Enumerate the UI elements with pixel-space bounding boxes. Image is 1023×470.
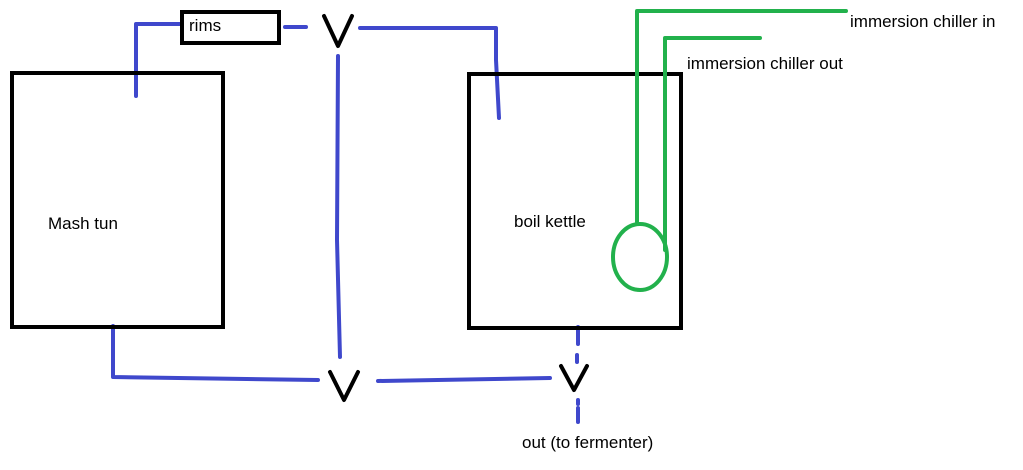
mash-tun-label: Mash tun [48,214,118,233]
chiller-out-label: immersion chiller out [687,54,843,73]
boil-kettle-label: boil kettle [514,212,586,231]
kettle-drain-lines [575,325,580,424]
mash-outlet-line [111,324,320,382]
valve-to-valve-line [376,376,552,383]
valve-bottom-left [328,370,360,402]
chiller-coil [611,222,669,292]
valve-bottom-right [559,364,589,392]
mash-to-rims-line [134,22,184,98]
chiller-in-line [635,9,848,224]
valves [322,14,589,402]
rims-box [180,10,281,45]
chiller-in-label: immersion chiller in [850,12,995,31]
wort-lines [111,22,552,383]
outlet-label: out (to fermenter) [522,433,653,452]
riser-line [335,54,342,359]
valve-top [322,14,354,48]
valve-to-kettle-line [358,26,501,120]
rims-label: rims [189,16,221,35]
immersion-chiller [611,9,848,292]
mash-tun-box [10,71,225,329]
boil-kettle-box [467,72,683,330]
chiller-out-line [663,36,762,252]
